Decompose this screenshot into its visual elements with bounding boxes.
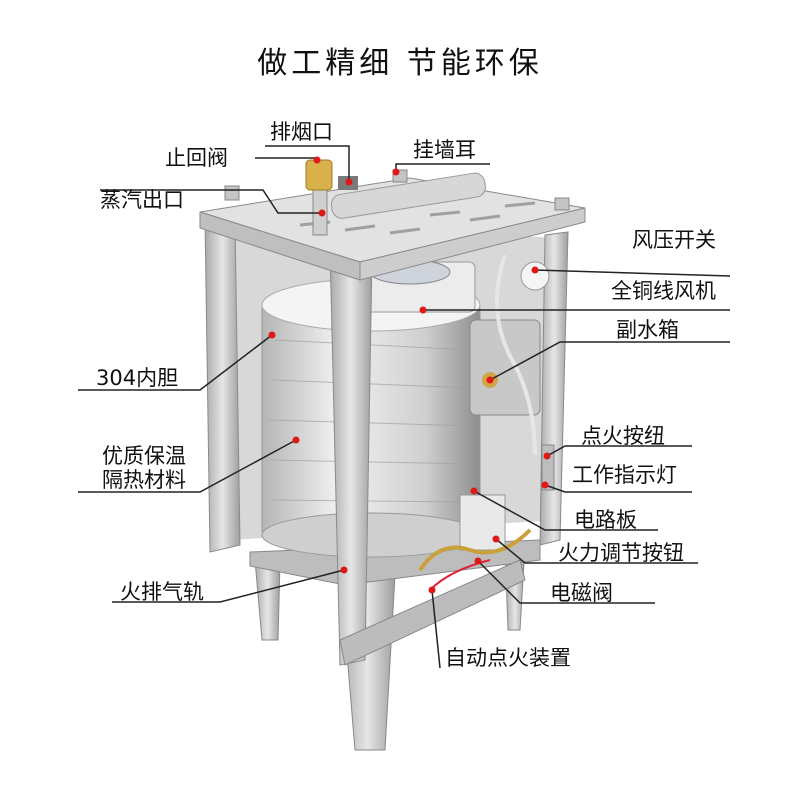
- burner-assembly: [418, 494, 532, 591]
- marker-solenoid: [474, 557, 482, 565]
- label-inner-tank: 304内胆: [96, 366, 179, 390]
- label-fire-knob: 火力调节按钮: [558, 541, 684, 565]
- label-pressure-switch: 风压开关: [632, 228, 716, 252]
- marker-indicator: [541, 481, 549, 489]
- label-circuit-board: 电路板: [574, 508, 637, 532]
- chimney-pipe: [330, 172, 486, 219]
- label-fan: 全铜线风机: [611, 279, 716, 303]
- pressure-switch-unit: [495, 254, 550, 456]
- marker-fan: [531, 266, 539, 274]
- label-check-valve: 止回阀: [165, 146, 228, 170]
- label-steam-outlet: 蒸汽出口: [100, 188, 184, 212]
- label-solenoid-valve: 电磁阀: [550, 581, 613, 605]
- marker-insulation: [292, 436, 300, 444]
- aux-water-tank: [469, 319, 541, 416]
- marker-fan-housing: [419, 306, 427, 314]
- marker-inner-tank: [268, 331, 276, 339]
- leader-lines: [78, 145, 731, 669]
- marker-wall-ear: [392, 168, 400, 176]
- marker-steam-outlet: [318, 209, 326, 217]
- marker-exhaust-rail: [340, 566, 348, 574]
- marker-aux-tank: [486, 376, 494, 384]
- marker-check-valve: [313, 156, 321, 164]
- page-title: 做工精细 节能环保: [257, 46, 543, 81]
- marker-circuit-board: [470, 487, 478, 495]
- marker-chimney: [345, 178, 353, 186]
- insulation-wrap: [269, 339, 475, 503]
- marker-fire-knob: [492, 535, 500, 543]
- label-wall-ear: 挂墙耳: [413, 138, 476, 162]
- label-ignition-button: 点火按纽: [581, 424, 665, 448]
- label-aux-tank: 副水箱: [616, 318, 679, 342]
- label-chimney: 排烟口: [270, 120, 333, 144]
- label-auto-ignition: 自动点火装置: [445, 646, 571, 670]
- label-insulation-line2: 隔热材料: [102, 468, 186, 492]
- label-indicator-light: 工作指示灯: [572, 463, 677, 487]
- callout-markers: [268, 156, 551, 594]
- label-insulation-line1: 优质保温: [102, 444, 186, 468]
- label-exhaust-rail: 火排气轨: [120, 580, 204, 604]
- marker-ignition-button: [543, 452, 551, 460]
- top-lid: [199, 177, 586, 281]
- marker-auto-ignition: [428, 586, 436, 594]
